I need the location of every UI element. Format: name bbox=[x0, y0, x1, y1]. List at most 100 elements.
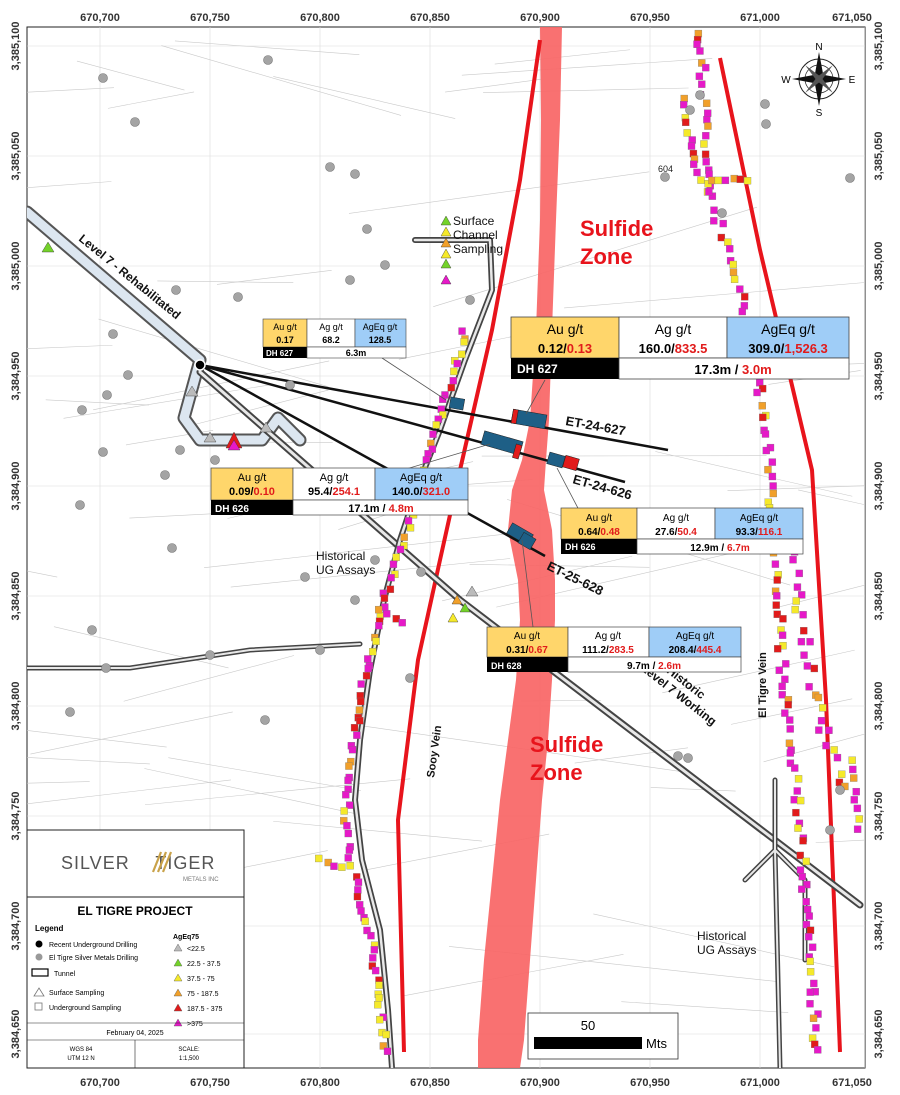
surface-sampling-triangles bbox=[41, 215, 479, 623]
x-tick-label: 670,900 bbox=[520, 1077, 560, 1089]
y-tick-label: 3,385,100 bbox=[873, 22, 885, 71]
svg-text:>375: >375 bbox=[187, 1021, 203, 1028]
x-tick-label: 671,050 bbox=[832, 1077, 872, 1089]
y-tick-label: 3,385,000 bbox=[873, 242, 885, 291]
tunnel-symbol bbox=[31, 968, 49, 977]
svg-text:50: 50 bbox=[581, 1018, 595, 1033]
x-tick-label: 670,800 bbox=[300, 1077, 340, 1089]
x-tick-label: 670,850 bbox=[410, 1077, 450, 1089]
svg-text:9.7m / 2.6m: 9.7m / 2.6m bbox=[627, 661, 681, 672]
x-tick-label: 670,700 bbox=[80, 1077, 120, 1089]
svg-text:75 - 187.5: 75 - 187.5 bbox=[187, 991, 219, 998]
svg-text:Ag g/t: Ag g/t bbox=[319, 322, 343, 332]
svg-text:AgEq g/t: AgEq g/t bbox=[676, 631, 715, 642]
compass-n: N bbox=[815, 42, 822, 53]
y-tick-label: 3,384,650 bbox=[873, 1010, 885, 1059]
svg-text:Surface Sampling: Surface Sampling bbox=[49, 990, 104, 997]
surface-sampling-symbol bbox=[33, 987, 45, 997]
svg-text:Ag g/t: Ag g/t bbox=[320, 472, 349, 484]
legend-title: Legend bbox=[35, 924, 64, 933]
svg-text:Underground Sampling: Underground Sampling bbox=[49, 1005, 121, 1012]
north-arrow-compass: N S E W bbox=[781, 42, 855, 119]
historic-drill-symbol bbox=[35, 953, 43, 961]
y-tick-label: 3,385,000 bbox=[10, 242, 22, 291]
company-subtitle: METALS INC bbox=[183, 877, 219, 883]
svg-text:DH 628: DH 628 bbox=[491, 661, 522, 671]
svg-text:0.09/0.10: 0.09/0.10 bbox=[229, 486, 275, 498]
y-tick-label: 3,384,750 bbox=[873, 792, 885, 841]
svg-text:AgEq g/t: AgEq g/t bbox=[363, 322, 398, 332]
y-tick-label: 3,384,900 bbox=[873, 462, 885, 511]
svg-text:0.64/0.48: 0.64/0.48 bbox=[578, 527, 620, 538]
y-tick-label: 3,384,700 bbox=[873, 902, 885, 951]
svg-text:Ag g/t: Ag g/t bbox=[663, 513, 689, 524]
svg-text:SCALE:: SCALE: bbox=[178, 1047, 200, 1053]
svg-text:128.5: 128.5 bbox=[369, 335, 392, 345]
svg-text:0.17: 0.17 bbox=[276, 335, 294, 345]
svg-text:WGS 84: WGS 84 bbox=[70, 1047, 93, 1053]
el-tigre-vein-label: El Tigre Vein bbox=[757, 652, 769, 718]
compass-e: E bbox=[849, 75, 856, 86]
svg-text:Au g/t: Au g/t bbox=[586, 513, 612, 524]
svg-text:AgEq g/t: AgEq g/t bbox=[740, 513, 779, 524]
y-tick-label: 3,384,950 bbox=[873, 352, 885, 401]
compass-s: S bbox=[816, 108, 823, 119]
x-tick-label: 670,850 bbox=[410, 12, 450, 24]
y-tick-label: 3,384,850 bbox=[10, 572, 22, 621]
el-tigre-vein-line bbox=[718, 57, 842, 1053]
svg-text:AgEq75: AgEq75 bbox=[173, 934, 199, 941]
tiger-logo-icon bbox=[151, 851, 173, 873]
svg-text:93.3/116.1: 93.3/116.1 bbox=[736, 527, 783, 538]
svg-text:68.2: 68.2 bbox=[322, 335, 340, 345]
svg-text:DH 626: DH 626 bbox=[565, 542, 596, 552]
svg-text:DH 626: DH 626 bbox=[215, 504, 249, 515]
scale-bar: 50 Mts bbox=[527, 1012, 679, 1060]
x-tick-label: 670,800 bbox=[300, 12, 340, 24]
x-tick-label: 670,900 bbox=[520, 12, 560, 24]
x-tick-label: 671,000 bbox=[740, 1077, 780, 1089]
y-tick-label: 3,384,800 bbox=[10, 682, 22, 731]
svg-text:Ag g/t: Ag g/t bbox=[655, 321, 692, 337]
svg-text:Ag g/t: Ag g/t bbox=[595, 631, 621, 642]
point-604-label: 604 bbox=[658, 164, 673, 174]
svg-text:Au g/t: Au g/t bbox=[547, 321, 584, 337]
svg-text:Tunnel: Tunnel bbox=[54, 971, 76, 978]
y-tick-label: 3,385,050 bbox=[873, 132, 885, 181]
x-tick-label: 670,950 bbox=[630, 12, 670, 24]
svg-text:<22.5: <22.5 bbox=[187, 946, 205, 953]
assay-box-626-left: Au g/t Ag g/t AgEq g/t 0.09/0.10 95.4/25… bbox=[210, 467, 469, 516]
svg-text:17.3m / 3.0m: 17.3m / 3.0m bbox=[694, 362, 771, 377]
y-tick-label: 3,384,800 bbox=[873, 682, 885, 731]
svg-text:Mts: Mts bbox=[646, 1036, 667, 1051]
y-tick-label: 3,385,100 bbox=[10, 22, 22, 71]
assay-box-628: Au g/t Ag g/t AgEq g/t 0.31/0.67 111.2/2… bbox=[486, 626, 742, 673]
svg-text:0.12/0.13: 0.12/0.13 bbox=[538, 341, 592, 356]
assay-box-626-right: Au g/t Ag g/t AgEq g/t 0.64/0.48 27.6/50… bbox=[560, 507, 804, 555]
intercept-blocks bbox=[448, 396, 580, 551]
compass-w: W bbox=[781, 75, 791, 86]
svg-text:0.31/0.67: 0.31/0.67 bbox=[506, 645, 548, 656]
x-tick-label: 670,750 bbox=[190, 12, 230, 24]
svg-text:187.5 - 375: 187.5 - 375 bbox=[187, 1006, 223, 1013]
svg-text:Au g/t: Au g/t bbox=[273, 322, 297, 332]
svg-text:17.1m / 4.8m: 17.1m / 4.8m bbox=[348, 503, 414, 515]
x-tick-label: 671,050 bbox=[832, 12, 872, 24]
svg-text:Au g/t: Au g/t bbox=[238, 472, 267, 484]
y-axis-labels-left: 3,385,1003,385,0503,385,0003,384,9503,38… bbox=[10, 22, 22, 1059]
svg-text:140.0/321.0: 140.0/321.0 bbox=[392, 486, 450, 498]
y-tick-label: 3,384,850 bbox=[873, 572, 885, 621]
x-tick-label: 670,750 bbox=[190, 1077, 230, 1089]
svg-text:309.0/1,526.3: 309.0/1,526.3 bbox=[748, 341, 828, 356]
svg-text:6.3m: 6.3m bbox=[346, 348, 367, 358]
assay-box-627-large: Au g/t Ag g/t AgEq g/t 0.12/0.13 160.0/8… bbox=[510, 316, 850, 380]
y-tick-label: 3,384,750 bbox=[10, 792, 22, 841]
drill-collar-marker bbox=[194, 359, 206, 371]
map-date: February 04, 2025 bbox=[106, 1030, 163, 1037]
